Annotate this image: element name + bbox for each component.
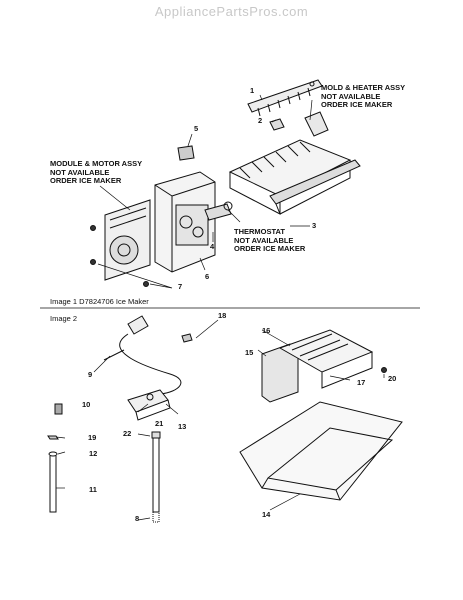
part-label-11: 11 — [89, 485, 97, 494]
part-label-12: 12 — [89, 449, 98, 458]
part-label-14: 14 — [262, 510, 271, 519]
leader-lines-image1 — [97, 94, 313, 289]
part-label-21: 21 — [155, 419, 164, 428]
ejector-blade-drawing — [247, 79, 323, 117]
part-label-9: 9 — [88, 370, 93, 379]
rail-drawing — [269, 159, 361, 215]
part-label-22: 22 — [123, 429, 132, 438]
screw-drawings — [90, 225, 149, 287]
tube-right-drawing — [151, 431, 161, 523]
part-label-16: 16 — [262, 326, 271, 335]
bearing-drawing — [269, 118, 285, 131]
part-label-8: 8 — [135, 514, 140, 523]
part-label-7: 7 — [178, 282, 183, 291]
icemaker-assembly-drawing — [261, 329, 374, 403]
motor-drawing — [104, 199, 151, 281]
module-motor-callout: MODULE & MOTOR ASSY NOT AVAILABLE ORDER … — [50, 159, 143, 185]
grommet-drawing — [181, 333, 193, 343]
leader-lines-image2 — [55, 319, 385, 521]
part-label-6: 6 — [205, 272, 210, 281]
thermostat-callout: THERMOSTAT NOT AVAILABLE ORDER ICE MAKER — [234, 227, 306, 253]
bracket-drawing — [177, 145, 195, 161]
ice-bin-drawing — [239, 401, 403, 501]
part-label-15: 15 — [245, 348, 254, 357]
part-label-18: 18 — [218, 311, 227, 320]
part-label-10: 10 — [82, 400, 91, 409]
part-label-5: 5 — [194, 124, 199, 133]
part-label-2: 2 — [258, 116, 263, 125]
screw-20-drawing — [381, 367, 387, 373]
image1-caption: Image 1 D7824706 Ice Maker — [50, 297, 149, 306]
mold-heater-drawing — [228, 111, 352, 215]
part-label-19: 19 — [88, 433, 97, 442]
module-housing-drawing — [154, 171, 216, 273]
part-label-1: 1 — [250, 86, 255, 95]
tube-left-drawing — [48, 451, 58, 513]
part-label-3: 3 — [312, 221, 317, 230]
clip-drawing — [54, 403, 63, 415]
part-label-13: 13 — [178, 422, 187, 431]
part-label-17: 17 — [357, 378, 366, 387]
image2-caption: Image 2 — [50, 314, 78, 323]
wire-harness-drawing — [103, 315, 182, 395]
valve-drawing — [127, 389, 171, 421]
watermark: AppliancePartsPros.com — [154, 4, 309, 19]
washer-drawing — [47, 435, 59, 440]
mold-heater-callout: MOLD & HEATER ASSY NOT AVAILABLE ORDER I… — [321, 83, 406, 109]
part-label-4: 4 — [210, 242, 215, 251]
part-label-20: 20 — [388, 374, 397, 383]
